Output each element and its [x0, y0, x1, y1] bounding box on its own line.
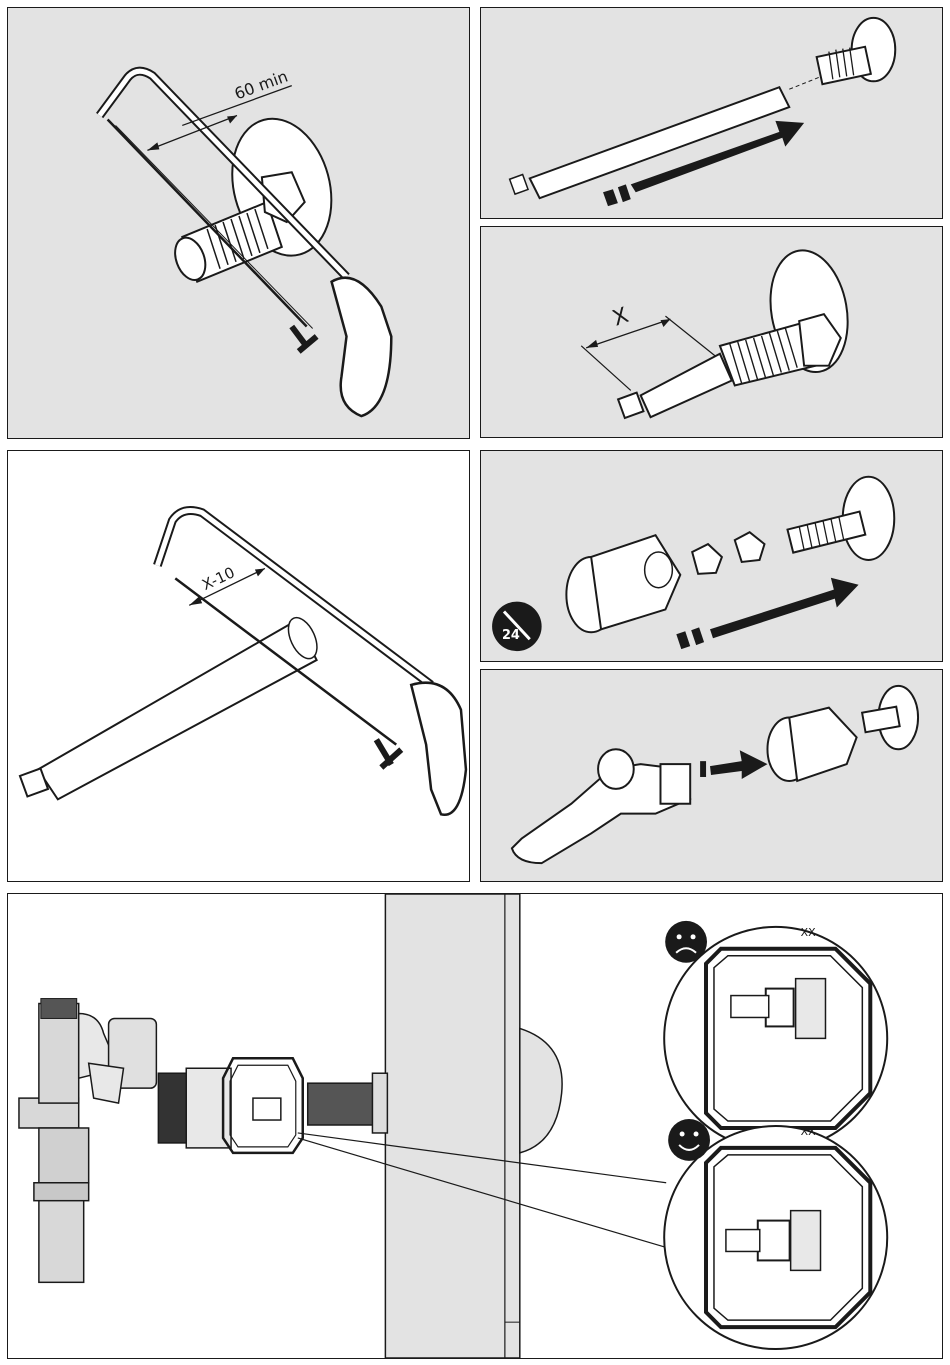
step-panel-measure: X: [480, 226, 943, 438]
dimension-label-x: X: [609, 303, 632, 332]
step-panel-cut-rod: X-10: [7, 450, 470, 882]
installation-overview-panel: XX XX: [7, 893, 943, 1359]
step-panel-tighten: 24: [480, 450, 943, 662]
step-panel-cut-sleeve: 60 min: [7, 7, 470, 439]
dimension-label-x-10: X-10: [199, 563, 237, 594]
step-panel-attach-valve: [480, 669, 943, 882]
marks-label-wrong: XX: [801, 926, 816, 939]
sad-face-icon: [665, 921, 707, 963]
attach-valve-illustration: [481, 670, 942, 881]
wrench-size-label: 24: [502, 628, 520, 643]
tighten-illustration: 24: [481, 451, 942, 661]
insert-rod-illustration: [481, 8, 942, 218]
measure-illustration: X: [481, 227, 942, 437]
dimension-label-60min: 60 min: [232, 67, 290, 104]
hacksaw-illustration: 60 min: [8, 8, 469, 438]
step-panel-insert-rod: [480, 7, 943, 219]
cut-rod-illustration: X-10: [8, 451, 469, 881]
detail-wrong: XX: [664, 921, 887, 1150]
marks-label-right: XX: [801, 1125, 816, 1138]
wrench-size-badge: 24: [492, 602, 542, 652]
smiley-face-icon: [668, 1119, 710, 1161]
installation-overview-illustration: XX XX: [8, 894, 942, 1358]
detail-right: XX: [664, 1119, 887, 1349]
